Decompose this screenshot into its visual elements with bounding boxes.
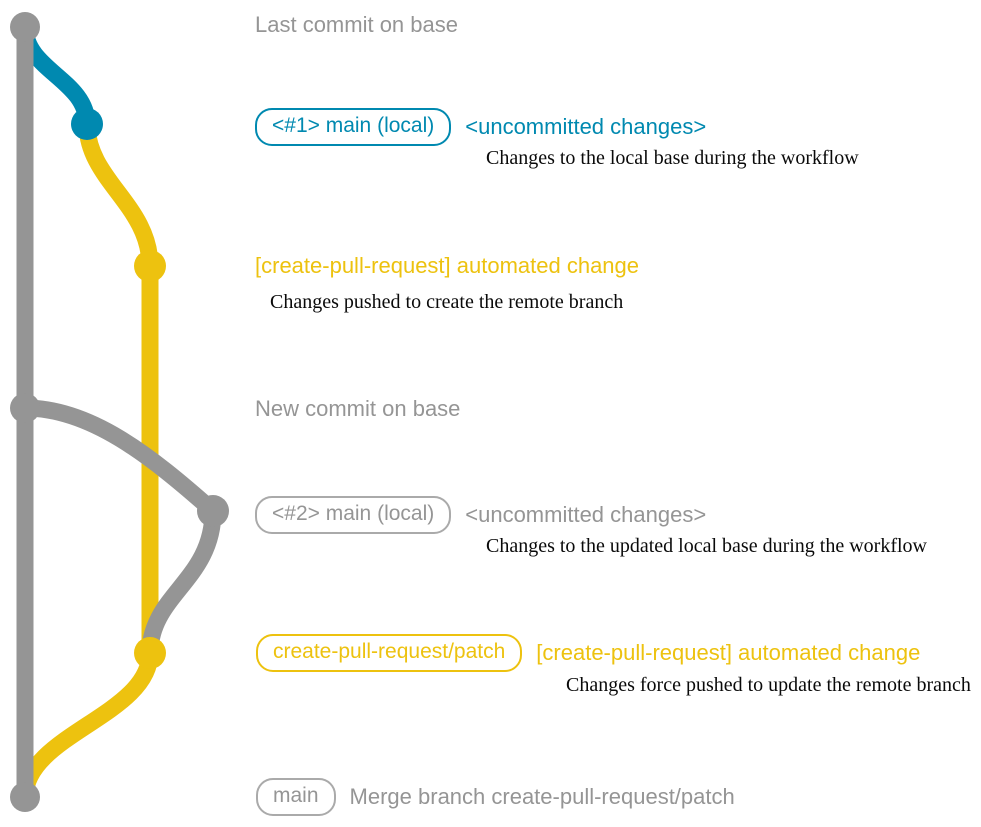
branch-badge-main-local-2[interactable]: <#2> main (local) bbox=[255, 496, 452, 534]
commit-subject: [create-pull-request] automated change bbox=[255, 253, 640, 278]
commit-description: Changes force pushed to update the remot… bbox=[566, 674, 971, 696]
local-branch-path bbox=[16, 18, 96, 133]
commit-description: Changes pushed to create the remote bran… bbox=[270, 291, 624, 313]
commit-subject: Merge branch create-pull-request/patch bbox=[349, 784, 735, 809]
row-new-commit-on-base: New commit on base bbox=[255, 396, 460, 422]
commit-description: Changes to the updated local base during… bbox=[486, 535, 927, 557]
row-local-commit-1: <#1> main (local) <uncommitted changes> bbox=[255, 108, 706, 146]
commit-node-local-2[interactable] bbox=[197, 495, 229, 527]
row-local-commit-2: <#2> main (local) <uncommitted changes> bbox=[255, 496, 706, 534]
row-merge-commit: main Merge branch create-pull-request/pa… bbox=[256, 778, 735, 816]
branch-badge-create-pull-request-patch[interactable]: create-pull-request/patch bbox=[256, 634, 523, 672]
commit-node-base-new[interactable] bbox=[10, 393, 40, 423]
commit-node-local-1[interactable] bbox=[71, 108, 103, 140]
base-branch-path bbox=[16, 18, 222, 806]
commit-subject: <uncommitted changes> bbox=[465, 114, 707, 139]
commit-subject: [create-pull-request] automated change bbox=[536, 640, 921, 665]
commit-node-patch-update[interactable] bbox=[134, 637, 166, 669]
commit-subject: Last commit on base bbox=[255, 12, 458, 37]
row-last-commit-on-base: Last commit on base bbox=[255, 12, 458, 38]
commit-description: Changes to the local base during the wor… bbox=[486, 147, 859, 169]
branch-badge-main[interactable]: main bbox=[256, 778, 336, 816]
commit-node-base-head[interactable] bbox=[10, 12, 40, 42]
branch-badge-main-local-1[interactable]: <#1> main (local) bbox=[255, 108, 452, 146]
commit-node-merge[interactable] bbox=[10, 782, 40, 812]
row-patch-commit-create: [create-pull-request] automated change bbox=[255, 253, 639, 279]
patch-branch-path bbox=[16, 115, 159, 806]
commit-node-patch-create[interactable] bbox=[134, 250, 166, 282]
commit-subject: <uncommitted changes> bbox=[465, 502, 707, 527]
row-patch-commit-update: create-pull-request/patch [create-pull-r… bbox=[256, 634, 920, 672]
commit-subject: New commit on base bbox=[255, 396, 461, 421]
